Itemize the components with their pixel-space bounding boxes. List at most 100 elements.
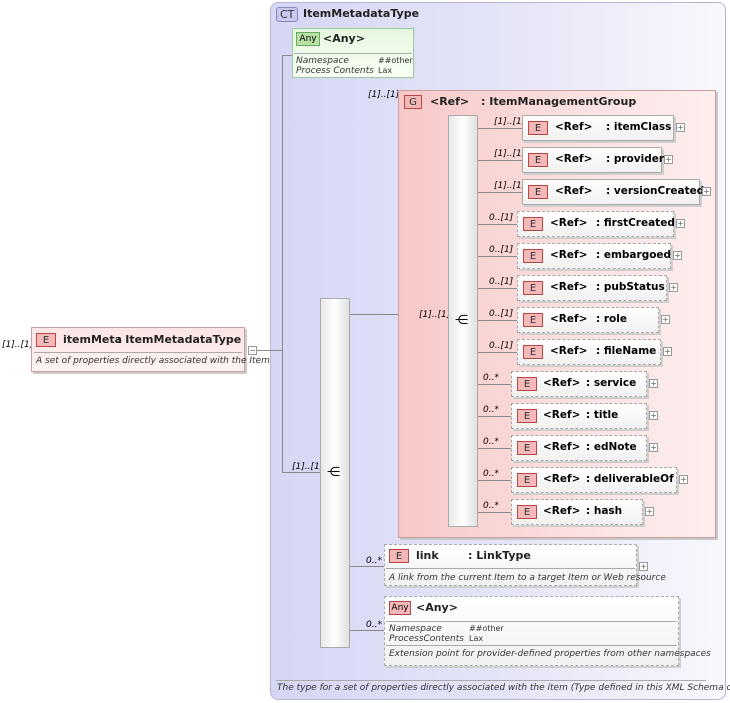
element-badge: E [389,549,409,563]
item-name: : embargoed [596,249,672,261]
expand-icon[interactable]: + [649,443,658,452]
main-element-doc: A set of properties directly associated … [36,356,270,366]
any-bottom-process-value: Lax [469,634,484,643]
connector-line [282,55,292,56]
connector-line [478,288,517,289]
expand-icon[interactable]: + [645,507,654,516]
group-cardinality: [1]..[1] [368,90,400,100]
element-badge: E [528,153,548,167]
element-badge: E [523,249,543,263]
expand-icon[interactable]: + [676,219,685,228]
group-sequence-cardinality: [1]..[1] [419,310,451,320]
item-name: : hash [586,505,623,517]
element-badge: E [528,185,548,199]
group-item-element[interactable] [522,179,700,205]
expand-icon[interactable]: + [661,315,670,324]
any-top-process-key: Process Contents [296,66,374,76]
connector-line [350,630,384,631]
item-name: : provider [606,153,665,165]
any-bottom-label: <Any> [416,601,458,614]
connector-line [478,224,517,225]
group-sequence-compositor[interactable] [448,115,478,527]
expand-icon[interactable]: + [669,283,678,292]
any-bottom-namespace-value: ##other [469,624,504,633]
item-cardinality: 0..[1] [489,213,514,223]
item-cardinality: 0..[1] [489,245,514,255]
item-ref: <Ref> [550,281,588,293]
item-ref: <Ref> [543,409,581,421]
item-ref: <Ref> [555,153,593,165]
connector-line [478,448,511,449]
item-name: : service [586,377,637,389]
link-doc: A link from the current Item to a target… [389,573,666,583]
sequence-icon: ⋲ [327,465,340,480]
item-ref: <Ref> [543,441,581,453]
expand-icon[interactable]: + [649,379,658,388]
item-name: : versionCreated [606,185,705,197]
element-badge: E [517,409,537,423]
connector-line [350,566,384,567]
item-name: : title [586,409,619,421]
item-ref: <Ref> [543,473,581,485]
group-type: : ItemManagementGroup [481,95,637,108]
element-badge: E [523,313,543,327]
link-name: link [416,549,439,562]
main-element-type: : ItemMetadataType [117,333,242,346]
connector-line [478,160,522,161]
expand-icon[interactable]: + [649,411,658,420]
expand-icon[interactable]: + [664,155,673,164]
expand-icon[interactable]: + [663,347,672,356]
connector-line [478,352,517,353]
item-cardinality: 0..* [483,373,499,383]
item-cardinality: [1]..[1] [494,149,526,159]
element-badge: E [517,377,537,391]
expand-icon[interactable]: + [702,187,711,196]
item-cardinality: 0..[1] [489,309,514,319]
link-element[interactable] [384,544,637,586]
connector-line [478,480,511,481]
any-bottom-process-key: ProcessContents [389,634,464,644]
expand-icon[interactable]: + [673,251,682,260]
any-top-namespace-key: Namespace [296,56,349,66]
complex-type-doc: The type for a set of properties directl… [277,683,730,693]
any-bottom-box[interactable] [384,596,679,666]
any-bottom-doc: Extension point for provider-defined pro… [389,649,711,659]
any-top-namespace-value: ##other [378,56,413,65]
element-badge: E [517,505,537,519]
main-element-name: itemMeta [63,333,123,346]
connector-line [350,314,398,315]
item-name: : itemClass [606,121,672,133]
group-ref: <Ref> [430,95,470,108]
connector-line [282,472,320,473]
group-item-element[interactable] [517,211,674,237]
connector-line [478,416,511,417]
group-item-element[interactable] [511,467,677,493]
item-ref: <Ref> [555,185,593,197]
ct-doc-separator [276,680,706,681]
element-badge: E [523,217,543,231]
item-name: : firstCreated [596,217,675,229]
item-ref: <Ref> [543,505,581,517]
outer-sequence-compositor[interactable] [320,298,350,648]
any-badge: Any [296,32,320,46]
collapse-icon[interactable]: − [248,346,257,355]
connector-line [478,384,511,385]
connector-line [478,320,517,321]
any-top-process-value: Lax [378,66,393,75]
item-cardinality: [1]..[1] [494,181,526,191]
expand-icon[interactable]: + [679,475,688,484]
expand-icon[interactable]: + [639,562,648,571]
any-bottom-separator-2 [386,645,677,646]
any-top-label: <Any> [323,32,365,45]
expand-icon[interactable]: + [676,123,685,132]
connector-line [478,192,522,193]
any-bottom-cardinality: 0..* [366,620,382,630]
any-bottom-namespace-key: Namespace [389,624,442,634]
connector-line [478,128,522,129]
main-element-separator [34,352,242,353]
outer-sequence-cardinality: [1]..[1] [292,462,324,472]
link-separator [386,568,635,569]
item-meta-element[interactable] [31,327,245,372]
element-badge: E [523,345,543,359]
item-name: : deliverableOf [586,473,674,485]
